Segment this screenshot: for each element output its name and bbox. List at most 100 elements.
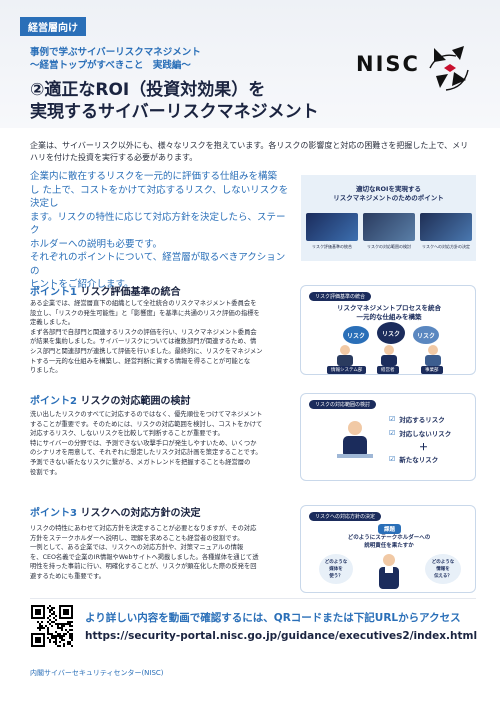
point-1-body: ある企業では、経営層直下の組織として全社統合のリスクマネジメント委員会を 設立し… — [30, 299, 286, 376]
lead-paragraph: 企業は、サイバーリスク以外にも、様々なリスクを抱えています。各リスクの影響度と対… — [30, 141, 469, 162]
page-title: ②適正なROI（投資対効果）を — [30, 80, 266, 100]
risk-option-row: ☑ 対応しないリスク — [389, 428, 451, 438]
body-line: まず各部門で自部門と関連するリスクの評価を行い、リスクマネジメント委員会 — [30, 328, 257, 336]
panel-title: 適切なROIを実現する — [356, 185, 421, 193]
body-line: 方針をステークホルダーへ説明し、理解を求めることも経営者の役割です。 — [30, 534, 244, 542]
intro-line: ます。リスクの特性に応じて対応方針を決定したら、ステーク — [30, 211, 286, 237]
bubble-line: 情報を — [436, 567, 450, 572]
thumbnail-caption: リスク評価基準の統合 — [312, 244, 352, 249]
thumbnail-caption: リスクへの対応方針の決定 — [422, 244, 470, 249]
body-line: りました。 — [30, 367, 62, 375]
card-question: どのようにステークホルダーへの — [347, 535, 431, 541]
body-line: 明性を持った事前に行い、明確化することが、リスクが顕在化した際の反発を回 — [30, 563, 257, 571]
bubble-line: 媒体を — [329, 567, 343, 572]
risk-option-label: 新たなリスク — [399, 456, 439, 464]
card-tab: リスク評価基準の統合 — [309, 292, 372, 301]
issue-badge: 課題 — [378, 524, 402, 534]
analyst-illustration-icon — [337, 421, 373, 458]
point-3-body: リスクの特性にあわせて対応方針を決定することが必要となりますが、その対応 方針を… — [30, 524, 286, 582]
risk-option-row: ☑ 新たなリスク — [389, 454, 438, 464]
body-line: 洗い出したリスクのすべてに対応するのではなく、優先順位をつけてマネジメント — [30, 411, 263, 418]
intro-line: 企業内に散在するリスクを一元的に評価する仕組みを構築 — [30, 171, 278, 182]
checkbox-checked-icon: ☑ — [389, 455, 396, 463]
risk-option-label: 対応するリスク — [399, 416, 445, 424]
point-3-heading: ポイント3 リスクへの対応方針の決定 — [30, 504, 200, 519]
body-line: 一例として、ある企業では、リスクへの対応方針や、対策マニュアルの情報 — [30, 544, 244, 552]
video-thumbnail[interactable] — [306, 213, 358, 241]
series-subtitle: 事例で学ぶサイバーリスクマネジメント — [30, 47, 201, 58]
intro-text: 企業内に散在するリスクを一元的に評価する仕組みを構築 し た上で、コストをかけて… — [30, 170, 292, 292]
video-thumbnail[interactable] — [420, 213, 472, 241]
point-heading-text: リスクの対応範囲の検討 — [80, 396, 191, 407]
card-title: リスクマネジメントプロセスを統合 — [337, 304, 441, 312]
intro-line: し た上で、コストをかけて対応するリスク、しないリスクを決定し — [30, 184, 289, 210]
point-2-heading: ポイント2 リスクの対応範囲の検討 — [30, 392, 190, 407]
risk-bubble: リスク — [413, 326, 439, 344]
logo-mark-icon — [429, 46, 469, 91]
bubble-line: 伝える？ — [434, 574, 452, 579]
video-cta-text: より詳しい内容を動画で確認するには、QRコードまたは下記URLからアクセス — [85, 612, 461, 624]
role-label: 情報システム部 — [327, 366, 367, 374]
body-line: 特にサイバーの分野では、予測できない攻撃手口が発生しやすいため、いくつか — [30, 439, 257, 447]
point-heading-text: リスクへの対応方針の決定 — [80, 508, 201, 519]
intro-line: ヒントをご紹介します。 — [30, 279, 134, 290]
role-label: 事業部 — [421, 366, 443, 374]
body-line: を、CEO名義で企業のIR情報やWebサイトへ掲載しました。各種媒体を通じて透 — [30, 553, 259, 561]
series-subtitle-2: 〜経営トップがすべきこと 実践編〜 — [30, 60, 191, 71]
nisc-logo: NISC — [356, 42, 476, 98]
risk-option-row: ☑ 対応するリスク — [389, 414, 445, 424]
point-2-body: 洗い出したリスクのすべてに対応するのではなく、優先順位をつけてマネジメント する… — [30, 410, 286, 477]
point-1-illustration: リスク評価基準の統合 リスクマネジメントプロセスを統合 一元的な仕組みを構築 リ… — [300, 285, 476, 375]
video-thumbnail[interactable] — [363, 213, 415, 241]
logo-text: NISC — [356, 52, 420, 76]
bubble-line: どのような — [324, 560, 348, 565]
checkbox-checked-icon: ☑ — [389, 429, 396, 437]
point-label: ポイント1 — [30, 287, 77, 298]
point-3-illustration: リスクへの対応方針の決定 課題 どのようにステークホルダーへの 説明責任を果たす… — [300, 505, 476, 593]
body-line: リスクの特性にあわせて対応方針を決定することが必要となりますが、その対応 — [30, 525, 257, 532]
role-label: 経営者 — [377, 366, 399, 374]
page-title-2: 実現するサイバーリスクマネジメント — [30, 102, 319, 122]
audience-tag: 経営層向け — [20, 17, 86, 36]
guidance-url-link[interactable]: https://security-portal.nisc.go.jp/guida… — [85, 630, 478, 642]
presenter-illustration-icon — [379, 554, 399, 589]
point-label: ポイント3 — [30, 508, 77, 519]
bubble-line: 使う？ — [329, 574, 343, 579]
thumbnail-caption: リスクの対応範囲の検討 — [367, 244, 411, 249]
card-question-2: 説明責任を果たすか — [364, 543, 414, 549]
risk-bubble: リスク — [343, 326, 369, 344]
body-line: することが重要です。そのためには、リスクの対応範囲を検討し、コストをかけて — [30, 420, 263, 428]
body-line: が結果を集約しました。サイバーリスクについては複数部門が関連するため、情 — [30, 338, 257, 346]
plus-sign: ＋ — [419, 443, 429, 453]
body-line: 予測できない新たなリスクに繋がる、メガトレンドを把握することも経営層の — [30, 458, 251, 466]
footer-divider — [30, 598, 476, 599]
body-line: ある企業では、経営層直下の組織として全社統合のリスクマネジメント委員会を — [30, 300, 257, 307]
body-line: 役割です。 — [30, 468, 61, 476]
body-line: 対応するリスク、しないリスクを比較して判断することが重要です。 — [30, 430, 224, 438]
intro-line: ホルダーへの説明も必要です。 — [30, 238, 163, 250]
qr-code-icon[interactable] — [31, 605, 73, 647]
intro-line: それぞれのポイントについて、経営層が取るべきアクションの — [30, 252, 286, 277]
bubble-line: どのような — [431, 560, 455, 565]
card-tab: リスクの対応範囲の検討 — [309, 400, 377, 409]
point-heading-text: リスク評価基準の統合 — [80, 287, 181, 298]
organization-name: 内閣サイバーセキュリティセンター(NISC) — [30, 669, 164, 677]
body-line: 設立し、「リスクの発生可能性」と「影響度」を基準に共通のリスク評価の指標を — [30, 309, 260, 317]
checkbox-checked-icon: ☑ — [389, 415, 396, 423]
question-bubble-right: どのような 情報を 伝える？ — [425, 554, 461, 584]
body-line: 定義しました。 — [30, 319, 75, 327]
card-title-2: 一元的な仕組みを構築 — [356, 313, 422, 321]
body-line: トする一元的な仕組みを構築し、経営判断に資する情報を得ることが可能とな — [30, 357, 251, 365]
point-1-heading: ポイント1 リスク評価基準の統合 — [30, 283, 180, 298]
point-2-illustration: リスクの対応範囲の検討 ☑ 対応するリスク ☑ 対応しないリスク ＋ ☑ 新たな… — [300, 393, 476, 481]
people-illustration-icon — [337, 345, 441, 366]
question-bubble-left: どのような 媒体を 使う？ — [319, 554, 353, 584]
body-line: のシナリオを用意して、それぞれに想定したリスク対応計画を策定することです。 — [30, 449, 262, 457]
body-line: 避するためにも重要です。 — [30, 572, 105, 580]
point-label: ポイント2 — [30, 396, 77, 407]
body-line: シス部門と関連部門が連携して評価を行いました。最終的に、リスクをマネジメン — [30, 347, 263, 355]
risk-bubble: リスク — [377, 322, 405, 344]
risk-option-label: 対応しないリスク — [399, 430, 452, 438]
card-tab: リスクへの対応方針の決定 — [309, 512, 382, 521]
panel-title-2: リスクマネジメントのためのポイント — [333, 194, 444, 202]
